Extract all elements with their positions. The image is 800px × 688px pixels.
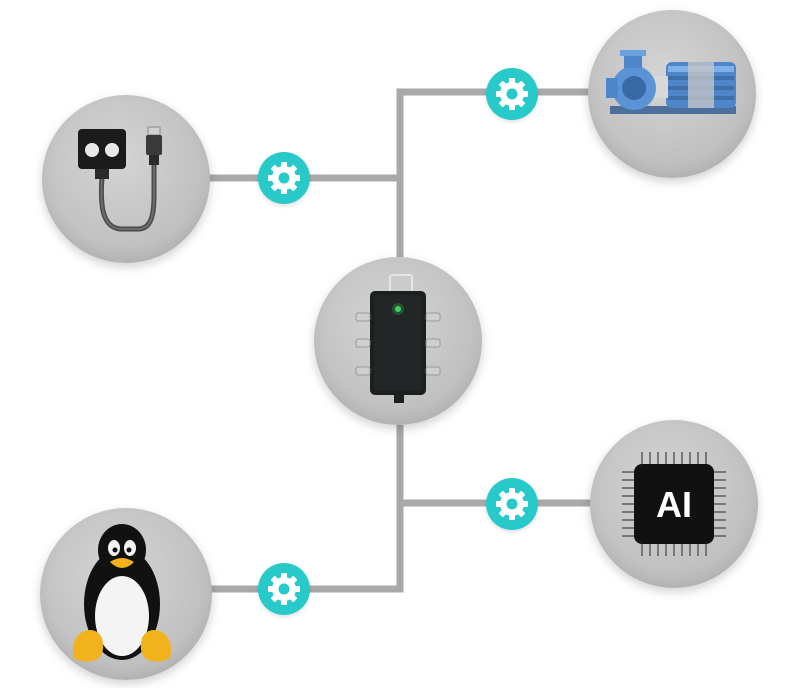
ai-chip-icon: [622, 452, 726, 556]
gear-icon: [486, 478, 538, 530]
gateway-node: [314, 257, 482, 425]
iot-gateway-icon: [355, 274, 441, 403]
pump-node: [588, 10, 756, 178]
sensor-node: [42, 95, 210, 263]
linux-tux-icon: [73, 524, 171, 662]
gear-icon: [258, 563, 310, 615]
industrial-pump-icon: [606, 50, 736, 114]
ai-node: AI: [590, 420, 758, 588]
gear-icon: [258, 152, 310, 204]
linux-node: [40, 508, 212, 680]
ultrasonic-sensor-icon: [78, 126, 162, 232]
gear-icon: [486, 68, 538, 120]
